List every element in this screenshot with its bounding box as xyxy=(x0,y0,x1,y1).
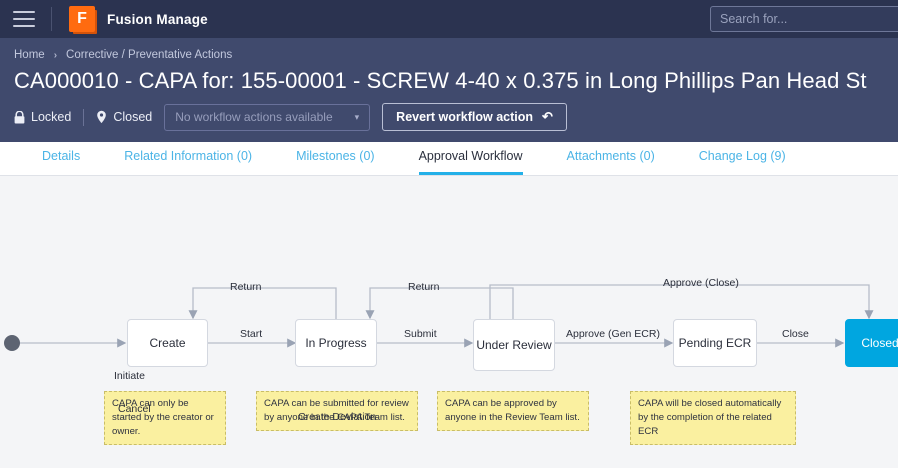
page-title: CA000010 - CAPA for: 155-00001 - SCREW 4… xyxy=(14,68,867,93)
edge-label-approve-gen-ecr: Approve (Gen ECR) xyxy=(566,328,660,340)
tab-related-information[interactable]: Related Information (0) xyxy=(124,149,253,163)
tab-approval-workflow[interactable]: Approval Workflow xyxy=(418,149,523,175)
edge-label-create-deviation: Create Deviation xyxy=(298,411,377,423)
workflow-node-in-progress[interactable]: In Progress xyxy=(295,319,377,367)
top-navigation-bar: F Fusion Manage xyxy=(0,0,898,38)
status-divider xyxy=(83,108,85,126)
note-card: CAPA will be closed automatically by the… xyxy=(630,391,796,445)
undo-icon: ↶ xyxy=(542,109,553,124)
tab-bar: Details Related Information (0) Mileston… xyxy=(0,142,898,176)
breadcrumb-separator-icon: › xyxy=(53,49,58,61)
edge-label-return-2: Return xyxy=(408,281,440,293)
tab-change-log[interactable]: Change Log (9) xyxy=(698,149,786,163)
brand-title: Fusion Manage xyxy=(107,11,208,27)
workflow-connectors xyxy=(4,284,874,351)
locked-label: Locked xyxy=(31,110,72,124)
page-header: Home › Corrective / Preventative Actions… xyxy=(0,38,898,142)
breadcrumb-current[interactable]: Corrective / Preventative Actions xyxy=(66,49,233,61)
workflow-actions-select-value: No workflow actions available xyxy=(175,110,333,124)
search-box[interactable] xyxy=(710,6,898,32)
chevron-down-icon: ▾ xyxy=(354,111,360,122)
revert-workflow-action-button[interactable]: Revert workflow action ↶ xyxy=(382,103,567,131)
search-input[interactable] xyxy=(720,12,898,26)
note-card: CAPA can be approved by anyone in the Re… xyxy=(437,391,589,431)
workflow-diagram-canvas: CAPA can only be started by the creator … xyxy=(0,176,898,468)
breadcrumb: Home › Corrective / Preventative Actions xyxy=(0,38,898,61)
workflow-node-create[interactable]: Create xyxy=(127,319,208,367)
edge-label-approve-close: Approve (Close) xyxy=(663,277,739,289)
edge-label-cancel: Cancel xyxy=(118,403,151,415)
workflow-node-under-review[interactable]: Under Review xyxy=(473,319,555,371)
edge-label-close: Close xyxy=(782,328,809,340)
workflow-node-pending-ecr[interactable]: Pending ECR xyxy=(673,319,757,367)
edge-label-initiate: Initiate xyxy=(114,370,145,382)
tab-details[interactable]: Details xyxy=(42,149,81,163)
map-pin-icon xyxy=(96,110,107,124)
tab-attachments[interactable]: Attachments (0) xyxy=(566,149,655,163)
brand-logo-group[interactable]: F Fusion Manage xyxy=(69,6,208,32)
breadcrumb-home[interactable]: Home xyxy=(14,49,45,61)
workflow-state-label: Closed xyxy=(113,110,153,124)
note-card: CAPA can only be started by the creator … xyxy=(104,391,226,445)
workflow-state-status: Closed xyxy=(96,110,152,124)
workflow-actions-select[interactable]: No workflow actions available ▾ xyxy=(164,103,371,131)
edge-label-start: Start xyxy=(240,328,263,340)
hamburger-menu-icon[interactable] xyxy=(13,11,35,27)
revert-button-label: Revert workflow action xyxy=(396,110,534,124)
fusion-logo-icon: F xyxy=(69,6,95,32)
note-card: CAPA can be submitted for review by anyo… xyxy=(256,391,418,431)
tab-milestones[interactable]: Milestones (0) xyxy=(296,149,375,163)
lock-icon xyxy=(14,110,25,124)
logo-letter: F xyxy=(77,10,87,27)
edge-label-return-1: Return xyxy=(230,281,262,293)
status-action-row: Locked Closed No workflow actions availa… xyxy=(0,94,898,131)
start-node-circle xyxy=(4,335,20,351)
header-divider xyxy=(51,7,52,31)
edge-label-submit: Submit xyxy=(404,328,437,340)
workflow-node-closed[interactable]: Closed xyxy=(845,319,898,367)
locked-status: Locked xyxy=(14,110,71,124)
